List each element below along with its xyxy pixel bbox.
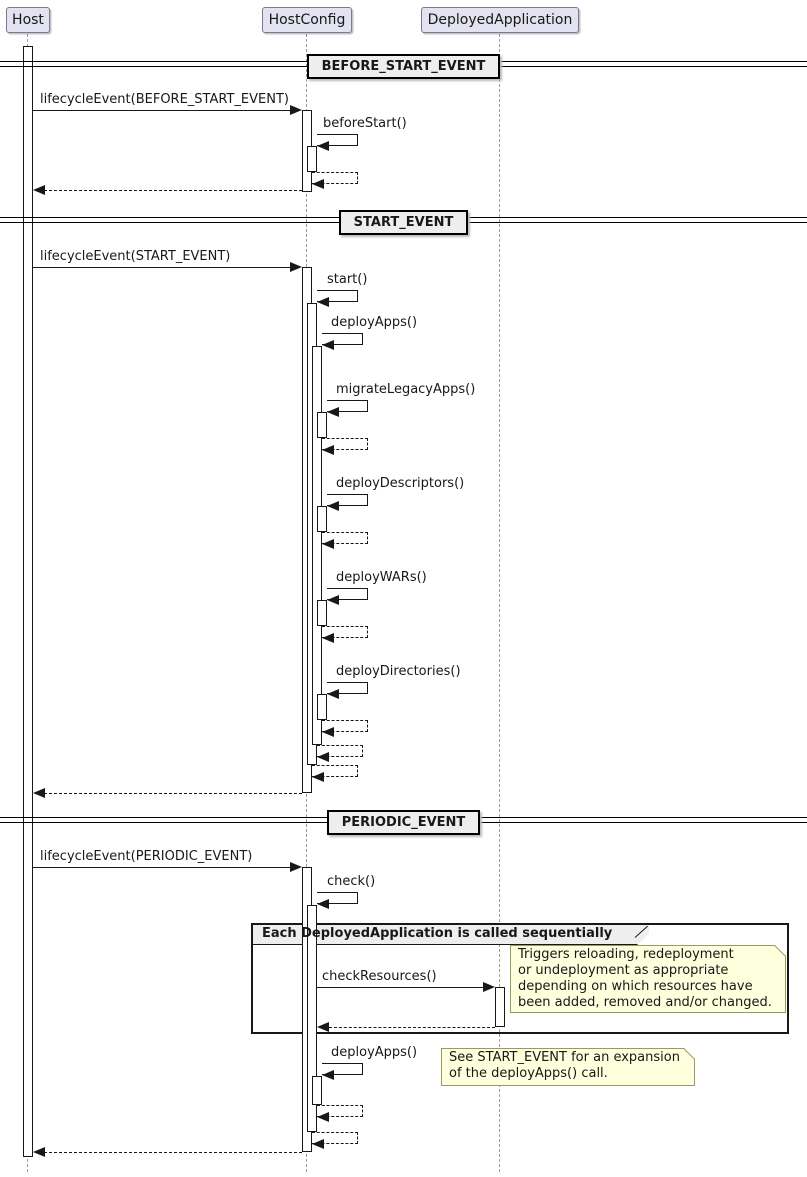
self-call-loop [322,333,363,345]
divider-start-event: START_EVENT [0,210,807,235]
arrowhead-icon [322,445,334,455]
return-line [329,1027,495,1028]
call-line [33,110,291,111]
group-frame-sequential [251,923,789,1034]
self-call-loop [317,892,358,904]
message-migrate-legacy-apps: migrateLegacyApps() [336,382,476,397]
message-deploy-apps-2: deployApps() [331,1045,418,1060]
message-lifecycle-start: lifecycleEvent(START_EVENT) [40,249,231,264]
arrowhead-icon [290,262,302,272]
divider-periodic-event: PERIODIC_EVENT [0,810,807,835]
self-return-loop [322,626,368,638]
message-deploy-directories: deployDirectories() [336,664,461,679]
arrowhead-icon [290,862,302,872]
arrowhead-icon [483,982,495,992]
arrowhead-icon [317,752,329,762]
arrowhead-icon [322,633,334,643]
arrowhead-icon [317,141,329,151]
message-lifecycle-periodic: lifecycleEvent(PERIODIC_EVENT) [40,849,253,864]
arrowhead-icon [317,297,329,307]
arrowhead-icon [327,595,339,605]
self-return-loop [312,765,358,777]
participant-deployedapplication: DeployedApplication [421,7,579,33]
note-check-resources: Triggers reloading, redeployment or unde… [510,945,786,1013]
divider-before-start-event: BEFORE_START_EVENT [0,54,807,79]
arrowhead-icon [317,1112,329,1122]
arrowhead-icon [322,340,334,350]
activation-migrate-legacy-apps [317,412,327,438]
activation-deployedapplication [495,987,505,1027]
activation-deploy-apps [312,346,322,745]
arrowhead-icon [33,1147,45,1157]
activation-before-start-nested [307,146,317,172]
self-return-loop [312,172,358,184]
arrowhead-icon [327,689,339,699]
self-call-loop [322,1063,363,1075]
self-call-loop [317,134,358,146]
self-call-loop [327,588,368,600]
self-call-loop [327,682,368,694]
self-call-loop [327,400,368,412]
participant-hostconfig: HostConfig [262,7,352,33]
activation-deploy-wars [317,600,327,626]
message-before-start: beforeStart() [323,116,407,131]
message-check-resources: checkResources() [322,969,437,984]
arrowhead-icon [322,539,334,549]
group-title: Each DeployedApplication is called seque… [262,926,613,941]
message-deploy-descriptors: deployDescriptors() [336,476,465,491]
message-start: start() [327,272,368,287]
participant-deployedapplication-label: DeployedApplication [427,12,573,28]
group-header [253,925,649,945]
return-line [44,190,302,191]
activation-check [307,905,317,1132]
arrowhead-icon [327,501,339,511]
call-line [33,867,291,868]
call-line [33,267,291,268]
arrowhead-icon [322,727,334,737]
participant-host-label: Host [12,12,44,28]
self-return-loop [322,720,368,732]
self-return-loop [322,532,368,544]
return-line [44,1152,302,1153]
message-lifecycle-before-start: lifecycleEvent(BEFORE_START_EVENT) [40,92,289,107]
arrowhead-icon [290,105,302,115]
return-line [44,793,302,794]
divider-before-start-label: BEFORE_START_EVENT [306,54,501,79]
self-call-loop [327,494,368,506]
call-line [317,987,484,988]
arrowhead-icon [312,1139,324,1149]
participant-hostconfig-label: HostConfig [268,12,346,28]
arrowhead-icon [317,899,329,909]
note-deploy-apps: See START_EVENT for an expansion of the … [441,1048,695,1086]
divider-start-label: START_EVENT [338,210,469,235]
self-return-loop [322,438,368,450]
arrowhead-icon [33,788,45,798]
self-return-loop [317,745,363,757]
message-check: check() [327,874,376,889]
arrowhead-icon [312,772,324,782]
activation-host [23,46,33,1157]
arrowhead-icon [327,407,339,417]
message-deploy-wars: deployWARs() [336,570,427,585]
arrowhead-icon [317,1022,329,1032]
activation-deploy-descriptors [317,506,327,532]
divider-periodic-label: PERIODIC_EVENT [326,810,481,835]
self-return-loop [317,1105,363,1117]
message-deploy-apps-1: deployApps() [331,315,418,330]
arrowhead-icon [312,179,324,189]
arrowhead-icon [322,1070,334,1080]
activation-deploy-directories [317,694,327,720]
arrowhead-icon [33,185,45,195]
self-call-loop [317,290,358,302]
activation-deploy-apps-2 [312,1076,322,1105]
self-return-loop [312,1132,358,1144]
participant-host: Host [6,7,50,33]
deployedapplication-lifeline [499,34,500,1172]
